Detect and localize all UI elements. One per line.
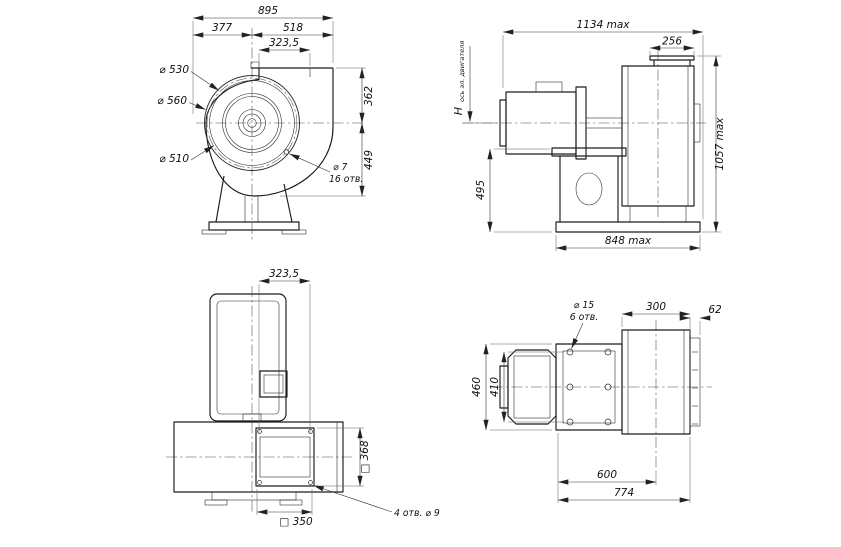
- dim-pedestal-height: 495: [475, 180, 487, 200]
- dim-base-length: 848 max: [605, 235, 652, 247]
- dim-774: 774: [614, 487, 634, 499]
- dim-hole-count: 16 отв.: [329, 174, 363, 185]
- dim-62: 62: [708, 304, 722, 316]
- dim-600: 600: [597, 469, 617, 481]
- leader-d560: [188, 102, 206, 110]
- housing-flange-view: [621, 329, 701, 435]
- dim-outlet-depth: 256: [662, 36, 682, 48]
- dim-overall-height: 1057 max: [714, 117, 726, 171]
- base-plate-side: [555, 221, 701, 233]
- dim-362: 362: [363, 86, 375, 106]
- housing-plan: [173, 421, 344, 506]
- dim-overall-length: 1134 max: [577, 19, 631, 31]
- leader-hole-7: [289, 153, 331, 173]
- side-view: 1134 max 256 1057 max 495 848 max H ось …: [447, 19, 726, 251]
- dim-flange-hole-dia: ⌀ 15: [574, 300, 594, 311]
- dim-dia-560: ⌀ 560: [157, 95, 187, 107]
- dim-300: 300: [646, 301, 666, 313]
- dim-plan-outlet-width: 323,5: [269, 268, 299, 280]
- dim-overall-width: 895: [258, 5, 278, 17]
- dim-flange-hole-count: 6 отв.: [570, 312, 598, 323]
- dim-axis-height-label: H ось эл. двигателя: [447, 41, 466, 116]
- housing-side: [621, 55, 701, 222]
- bolt-hole: [283, 149, 290, 155]
- pedestal: [551, 147, 627, 222]
- dim-square-350: □ 350: [279, 516, 313, 528]
- inlet-circles: [204, 75, 300, 171]
- dim-460: 460: [471, 377, 483, 397]
- dim-outlet-width: 323,5: [269, 37, 299, 49]
- dim-449: 449: [363, 150, 375, 170]
- plan-view: 323,5 □ 368 □ 350 4 отв. ⌀ 9: [166, 268, 440, 528]
- flange-extension-lines: [490, 317, 701, 503]
- dim-flange-size: □ 368: [359, 440, 371, 474]
- dim-hole-dia: ⌀ 7: [333, 162, 348, 173]
- motor-side: [499, 81, 623, 160]
- dim-holes-note: 4 отв. ⌀ 9: [394, 508, 440, 519]
- dim-left-width: 377: [212, 22, 232, 34]
- scroll-housing-outline: [205, 68, 334, 197]
- flange-view: ⌀ 15 6 отв. 300 62 460 410 600 774: [471, 300, 722, 503]
- dim-410: 410: [489, 377, 501, 397]
- axis-height-sublabel: ось эл. двигателя: [458, 41, 466, 102]
- motor-plan: [209, 293, 288, 423]
- dim-dia-530: ⌀ 530: [159, 64, 189, 76]
- leader-d530: [190, 71, 220, 91]
- side-extension-lines: [463, 35, 721, 251]
- dim-right-width: 518: [283, 22, 303, 34]
- front-view: 895 377 518 323,5 ⌀ 530 ⌀ 560 ⌀ 510 362 …: [157, 5, 375, 240]
- leader-holes-15: [571, 322, 584, 349]
- front-extension-lines: [192, 21, 366, 197]
- axis-height-symbol: H: [452, 107, 465, 115]
- front-support-base: [201, 175, 307, 235]
- dim-dia-510: ⌀ 510: [159, 153, 189, 165]
- leader-holes-9: [313, 485, 393, 513]
- leader-d510: [190, 145, 215, 161]
